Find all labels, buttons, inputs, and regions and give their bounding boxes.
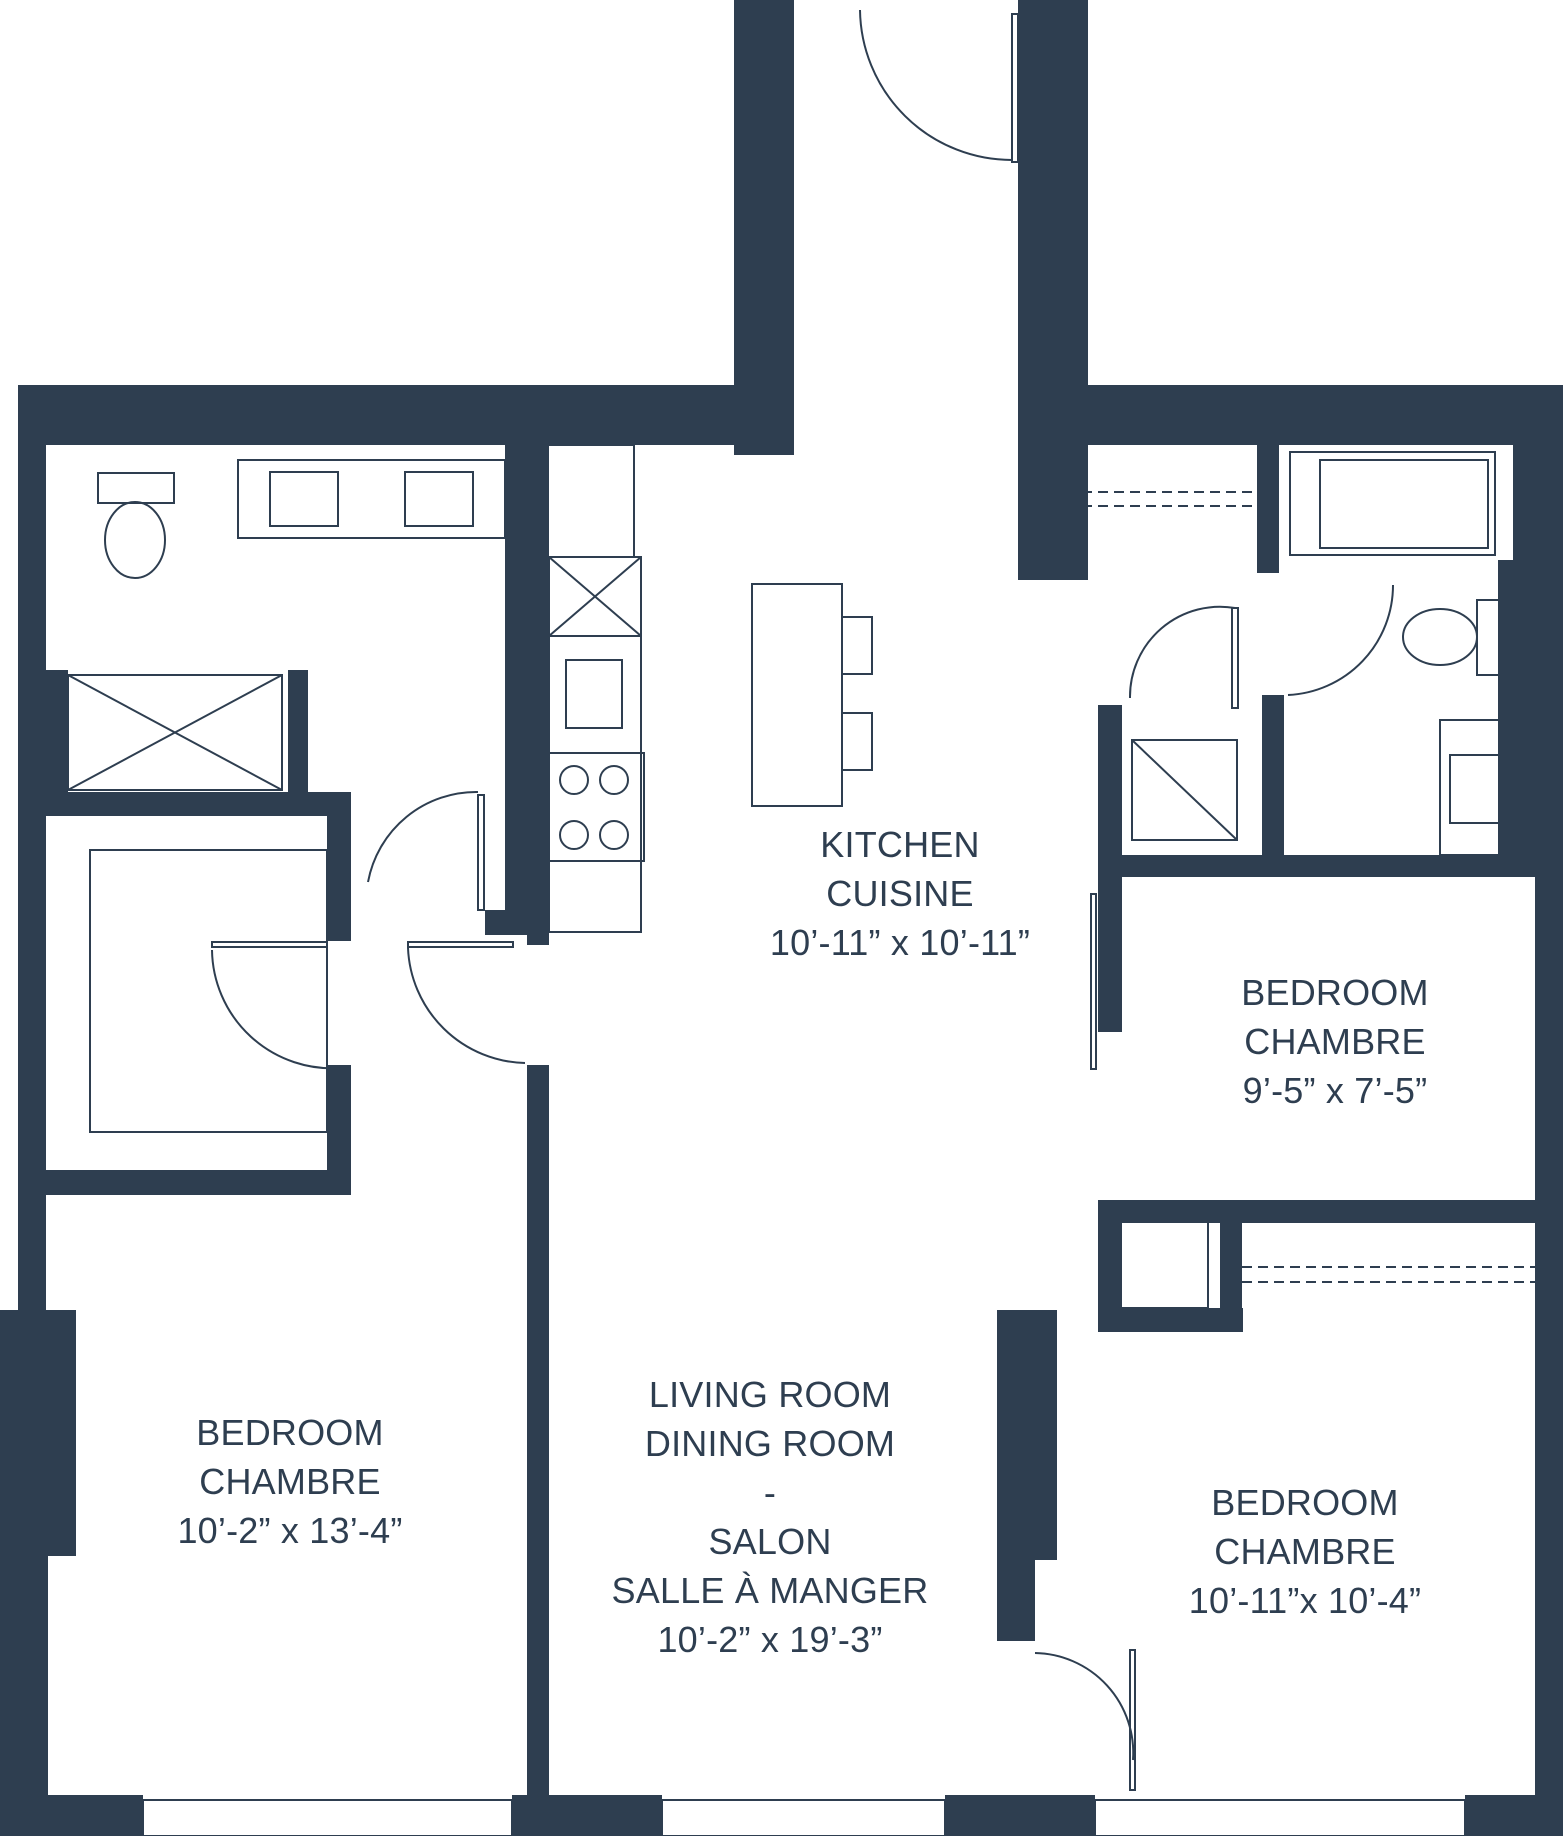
shower-diag	[1131, 739, 1238, 841]
wall	[997, 1310, 1035, 1641]
counter	[548, 556, 642, 933]
wall	[1257, 445, 1279, 573]
room-label-bedroom-east: BEDROOM CHAMBRE 9’-5” x 7’-5”	[1180, 968, 1490, 1115]
sink	[404, 471, 474, 527]
vanity-counter	[237, 459, 506, 539]
wall	[46, 1170, 351, 1195]
wall	[1262, 695, 1284, 855]
toilet-bowl	[1402, 608, 1478, 666]
window	[142, 1799, 513, 1836]
window	[661, 1799, 946, 1836]
room-name-fr-2: SALLE À MANGER	[611, 1570, 929, 1611]
burner	[559, 765, 589, 795]
door-swing	[367, 790, 479, 883]
stove	[548, 752, 645, 862]
wall	[945, 1795, 1095, 1836]
wall	[1098, 1308, 1243, 1332]
room-name-en: BEDROOM	[196, 1412, 384, 1453]
room-name-fr: CHAMBRE	[1214, 1531, 1396, 1572]
wall	[46, 670, 68, 800]
door-swing	[1034, 1652, 1135, 1761]
room-name-en-2: DINING ROOM	[644, 1423, 896, 1464]
linen-closet	[1119, 1221, 1209, 1309]
stool	[841, 712, 873, 771]
burner	[599, 820, 629, 850]
wall	[1535, 385, 1563, 1836]
wall	[1465, 1795, 1563, 1836]
wall	[485, 910, 527, 935]
room-label-kitchen: KITCHEN CUISINE 10’-11” x 10’-11”	[735, 820, 1065, 967]
dishwasher	[548, 556, 642, 637]
room-separator: -	[763, 1472, 777, 1513]
room-dimensions: 10’-11”x 10’-4”	[1188, 1580, 1422, 1621]
wall	[1498, 560, 1535, 873]
wall	[527, 1065, 549, 1836]
wall	[734, 0, 794, 455]
fixtures	[67, 9, 1535, 1836]
toilet-tank	[97, 472, 175, 504]
door-leaf	[211, 941, 328, 948]
room-label-bedroom-west: BEDROOM CHAMBRE 10’-2” x 13’-4”	[120, 1408, 460, 1555]
room-label-bedroom-southeast: BEDROOM CHAMBRE 10’-11”x 10’-4”	[1130, 1478, 1480, 1625]
toilet-bowl	[104, 501, 166, 579]
entry-door-swing	[859, 9, 1013, 161]
entry-door-leaf	[1011, 13, 1019, 163]
room-name-fr-1: SALON	[708, 1521, 832, 1562]
door-swing	[407, 947, 526, 1064]
room-name-fr: CHAMBRE	[1244, 1021, 1426, 1062]
bathtub	[1289, 451, 1496, 556]
door-leaf	[1129, 1649, 1136, 1791]
wall	[1098, 705, 1120, 857]
room-name-fr: CHAMBRE	[199, 1461, 381, 1502]
burner	[599, 765, 629, 795]
island	[751, 583, 843, 807]
wall	[1098, 1200, 1563, 1223]
room-dimensions: 10’-2” x 19’-3”	[657, 1619, 883, 1660]
room-label-living: LIVING ROOM DINING ROOM - SALON SALLE À …	[560, 1370, 980, 1664]
shower	[1131, 739, 1238, 841]
room-dimensions: 9’-5” x 7’-5”	[1242, 1070, 1428, 1111]
door-leaf	[477, 794, 485, 911]
wall	[18, 1795, 143, 1836]
room-name-en: BEDROOM	[1241, 972, 1429, 1013]
window	[1094, 1799, 1466, 1836]
shower-drain-line	[67, 674, 283, 791]
door-leaf	[1231, 607, 1239, 709]
wall	[327, 816, 351, 941]
door-swing	[1287, 584, 1395, 696]
room-dimensions: 10’-2” x 13’-4”	[177, 1510, 403, 1551]
wall	[527, 445, 549, 945]
wall	[18, 385, 794, 445]
wall	[288, 670, 308, 816]
wall	[1018, 385, 1563, 445]
vanity	[1439, 719, 1516, 856]
room-name-en: BEDROOM	[1211, 1482, 1399, 1523]
wall	[1220, 1223, 1242, 1332]
door-leaf	[407, 941, 514, 948]
stool	[841, 616, 873, 675]
sink	[269, 471, 339, 527]
wall	[512, 1795, 662, 1836]
wall	[505, 445, 527, 929]
wall	[1120, 855, 1535, 877]
shower	[67, 674, 283, 791]
kitchen-sink	[565, 659, 623, 729]
room-name-fr: CUISINE	[826, 873, 974, 914]
door-leaf	[1090, 893, 1097, 1070]
wall	[0, 1427, 48, 1836]
sink	[1449, 754, 1506, 824]
door-swing	[1128, 605, 1236, 699]
door-swing	[211, 949, 341, 1070]
room-name-en: KITCHEN	[820, 824, 980, 865]
dishwasher-x	[548, 556, 642, 637]
room-dimensions: 10’-11” x 10’-11”	[769, 922, 1031, 963]
bathtub-inner	[1319, 459, 1489, 549]
room-name-en-1: LIVING ROOM	[648, 1374, 892, 1415]
wall	[1018, 0, 1088, 580]
burner	[559, 820, 589, 850]
closet	[89, 849, 328, 1133]
